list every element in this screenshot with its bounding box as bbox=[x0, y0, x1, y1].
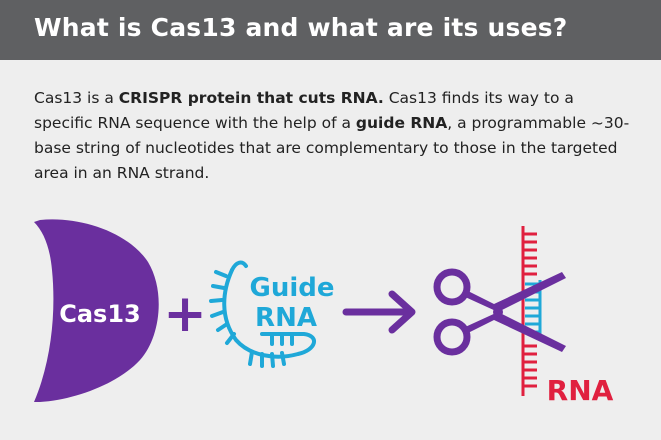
intro-text-3: , a programmable ~30-base string of nucl… bbox=[34, 114, 630, 182]
guide-label-line2: RNA bbox=[255, 303, 317, 333]
guide-rna-icon bbox=[209, 260, 316, 368]
intro-paragraph: Cas13 is a CRISPR protein that cuts RNA.… bbox=[34, 86, 634, 186]
intro-bold-1: CRISPR protein that cuts RNA. bbox=[118, 89, 384, 107]
intro-bold-2: guide RNA bbox=[355, 114, 448, 132]
intro-text-1: Cas13 is a bbox=[34, 89, 119, 107]
guide-label-line1: Guide bbox=[249, 273, 334, 303]
cas13-label: Cas13 bbox=[59, 300, 141, 328]
header-bar: What is Cas13 and what are its uses? bbox=[0, 0, 661, 60]
arrow-icon bbox=[342, 290, 416, 334]
intro-text-2: Cas13 finds its way to a specific RNA se… bbox=[34, 89, 574, 132]
plus-symbol: + bbox=[163, 284, 207, 344]
rna-strand-icon bbox=[521, 226, 537, 396]
scissors-icon bbox=[433, 268, 566, 356]
rna-label: RNA bbox=[547, 374, 614, 407]
cas13-protein-shape bbox=[34, 219, 159, 402]
page-title: What is Cas13 and what are its uses? bbox=[34, 13, 568, 42]
